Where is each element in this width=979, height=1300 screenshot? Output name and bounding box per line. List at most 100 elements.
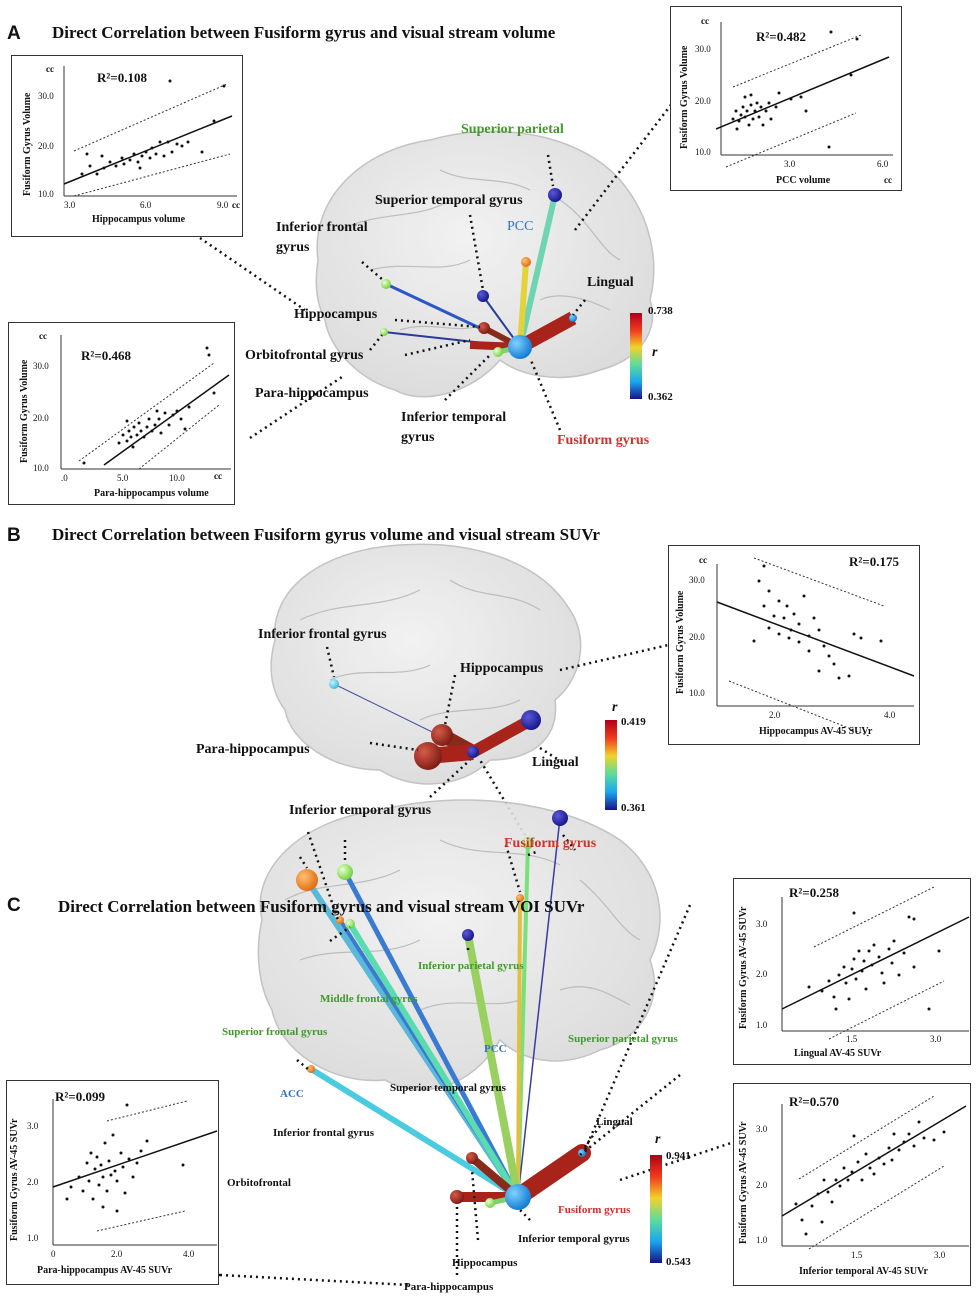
inset-a3-ytick: 20.0 bbox=[33, 413, 49, 423]
inset-b-hippocampus: R²=0.175 cc 30.0 20.0 10.0 2.0 4.0 Hippo… bbox=[668, 545, 920, 745]
inset-c1-xtick: 1.5 bbox=[846, 1034, 858, 1044]
label-c-lingual: Lingual bbox=[596, 1116, 633, 1128]
inset-b-ytick: 10.0 bbox=[689, 688, 705, 698]
inset-c2-ytick: 1.0 bbox=[756, 1235, 768, 1245]
inset-c3-xtick: 2.0 bbox=[111, 1249, 123, 1259]
label-c-fusiform: Fusiform gyrus bbox=[558, 1204, 631, 1216]
inset-c1-ytick: 1.0 bbox=[756, 1020, 768, 1030]
label-a-lingual: Lingual bbox=[587, 275, 634, 290]
label-c-parahippocampus: Para-hippocampus bbox=[404, 1281, 494, 1293]
label-a-parahippocampus: Para-hippocampus bbox=[255, 386, 369, 401]
inset-c1-xlabel: Lingual AV-45 SUVr bbox=[794, 1048, 882, 1059]
inset-a2-ylabel: Fusiform Gyrus Volume bbox=[679, 45, 690, 149]
label-c-superior-parietal: Superior parietal gyrus bbox=[568, 1033, 678, 1045]
inset-a1-ytick: 30.0 bbox=[38, 91, 54, 101]
inset-a-parahippocampus: R²=0.468 cc cc 30.0 20.0 10.0 .0 5.0 10.… bbox=[8, 322, 235, 505]
inset-a2-x-unit: cc bbox=[884, 175, 892, 185]
colorbar-b-min: 0.361 bbox=[621, 802, 646, 814]
panel-a-title: Direct Correlation between Fusiform gyru… bbox=[52, 23, 556, 42]
panel-b-letter: B bbox=[7, 525, 21, 546]
inset-a1-ytick: 10.0 bbox=[38, 189, 54, 199]
label-b-inferior-temporal: Inferior temporal gyrus bbox=[289, 803, 432, 818]
inset-a1-xtick: 6.0 bbox=[140, 200, 152, 210]
colorbar-c-min: 0.543 bbox=[666, 1256, 691, 1268]
label-b-inferior-frontal: Inferior frontal gyrus bbox=[258, 627, 387, 642]
inset-a2-y-unit: cc bbox=[701, 16, 709, 26]
inset-c2-xtick: 1.5 bbox=[851, 1250, 863, 1260]
inset-c2-xtick: 3.0 bbox=[934, 1250, 946, 1260]
inset-c-inferior-temporal: R²=0.570 3.0 2.0 1.0 1.5 3.0 Inferior te… bbox=[733, 1083, 971, 1286]
panel-c-title: Direct Correlation between Fusiform gyru… bbox=[58, 897, 585, 916]
inset-c-lingual: R²=0.258 3.0 2.0 1.0 1.5 3.0 Lingual AV-… bbox=[733, 878, 971, 1065]
inset-c-parahippocampus: R²=0.099 3.0 2.0 1.0 0 2.0 4.0 Para-hipp… bbox=[6, 1080, 219, 1285]
inset-b-r2: R²=0.175 bbox=[849, 554, 899, 569]
inset-c1-xtick: 3.0 bbox=[930, 1034, 942, 1044]
inset-a-hippocampus: R²=0.108 cc cc 30.0 20.0 10.0 3.0 6.0 9.… bbox=[11, 55, 243, 237]
inset-a1-xlabel: Hippocampus volume bbox=[92, 214, 186, 225]
colorbar-a-symbol: r bbox=[652, 345, 658, 360]
inset-a3-ylabel: Fusiform Gyrus Volume bbox=[19, 359, 30, 463]
inset-a1-ytick: 20.0 bbox=[38, 141, 54, 151]
panel-a-letter: A bbox=[7, 23, 21, 44]
label-a-inferior-temporal: Inferior temporal gyrus bbox=[401, 410, 507, 445]
inset-a3-y-unit: cc bbox=[39, 331, 47, 341]
label-c-superior-temporal: Superior temporal gyrus bbox=[390, 1082, 506, 1094]
colorbar-a-max: 0.738 bbox=[648, 305, 673, 317]
label-c-inferior-temporal: Inferior temporal gyrus bbox=[518, 1233, 630, 1245]
inset-a2-ytick: 10.0 bbox=[695, 147, 711, 157]
colorbar-a-min: 0.362 bbox=[648, 391, 673, 403]
label-c-middle-frontal: Middle frontal gyrus bbox=[320, 993, 418, 1005]
inset-c1-ylabel: Fusiform Gyrus AV-45 SUVr bbox=[738, 906, 749, 1030]
inset-a3-xtick: 5.0 bbox=[117, 473, 129, 483]
inset-a-pcc: R²=0.482 cc cc 30.0 20.0 10.0 3.0 6.0 PC… bbox=[670, 6, 902, 191]
inset-c2-r2: R²=0.570 bbox=[789, 1094, 839, 1109]
colorbar-b-max: 0.419 bbox=[621, 716, 646, 728]
inset-a2-xtick: 3.0 bbox=[784, 159, 796, 169]
colorbar-b-symbol: r bbox=[612, 700, 618, 715]
inset-c3-r2: R²=0.099 bbox=[55, 1089, 105, 1104]
inset-a2-r2: R²=0.482 bbox=[756, 29, 806, 44]
inset-a2-ytick: 20.0 bbox=[695, 96, 711, 106]
panel-c-brain bbox=[219, 799, 741, 1287]
label-c-inferior-frontal: Inferior frontal gyrus bbox=[273, 1127, 375, 1139]
inset-a3-ytick: 10.0 bbox=[33, 463, 49, 473]
inset-c3-ytick: 1.0 bbox=[27, 1233, 39, 1243]
inset-a2-xtick: 6.0 bbox=[877, 159, 889, 169]
inset-a3-xtick: .0 bbox=[61, 473, 68, 483]
inset-c1-ytick: 2.0 bbox=[756, 969, 768, 979]
inset-c2-ylabel: Fusiform Gyrus AV-45 SUVr bbox=[738, 1121, 749, 1245]
inset-c3-ytick: 2.0 bbox=[27, 1177, 39, 1187]
panel-c-letter: C bbox=[7, 895, 21, 916]
label-a-hippocampus: Hippocampus bbox=[294, 307, 378, 322]
inset-b-xtick: 4.0 bbox=[884, 710, 896, 720]
label-b-hippocampus: Hippocampus bbox=[460, 661, 544, 676]
label-a-superior-parietal: Superior parietal bbox=[461, 122, 564, 137]
colorbar-c-symbol: r bbox=[655, 1132, 661, 1147]
label-c-acc: ACC bbox=[280, 1088, 304, 1100]
inset-c1-ytick: 3.0 bbox=[756, 919, 768, 929]
inset-c3-xlabel: Para-hippocampus AV-45 SUVr bbox=[37, 1265, 173, 1276]
inset-a3-xlabel: Para-hippocampus volume bbox=[94, 488, 209, 499]
inset-a1-r2: R²=0.108 bbox=[97, 70, 147, 85]
inset-b-xlabel: Hippocampus AV-45 SUVr bbox=[759, 726, 873, 737]
label-b-parahippocampus: Para-hippocampus bbox=[196, 742, 310, 757]
panel-b-brain bbox=[270, 543, 691, 836]
inset-c2-ytick: 2.0 bbox=[756, 1180, 768, 1190]
inset-a2-ytick: 30.0 bbox=[695, 44, 711, 54]
label-c-superior-frontal: Superior frontal gyrus bbox=[222, 1026, 328, 1038]
inset-a3-x-unit: cc bbox=[214, 471, 222, 481]
inset-c3-ylabel: Fusiform Gyrus AV-45 SUVr bbox=[9, 1118, 20, 1242]
label-c-hippocampus: Hippocampus bbox=[452, 1257, 518, 1269]
inset-c3-xtick: 0 bbox=[51, 1249, 56, 1259]
inset-a3-r2: R²=0.468 bbox=[81, 348, 131, 363]
inset-a1-x-unit: cc bbox=[232, 200, 240, 210]
inset-a3-xtick: 10.0 bbox=[169, 473, 185, 483]
label-a-pcc: PCC bbox=[507, 219, 534, 234]
inset-c2-ytick: 3.0 bbox=[756, 1124, 768, 1134]
inset-c1-r2: R²=0.258 bbox=[789, 885, 839, 900]
panel-b-title: Direct Correlation between Fusiform gyru… bbox=[52, 525, 600, 544]
inset-b-ylabel: Fusiform Gyrus Volume bbox=[675, 590, 686, 694]
label-b-fusiform: Fusiform gyrus bbox=[504, 836, 597, 851]
inset-a1-y-unit: cc bbox=[46, 64, 54, 74]
